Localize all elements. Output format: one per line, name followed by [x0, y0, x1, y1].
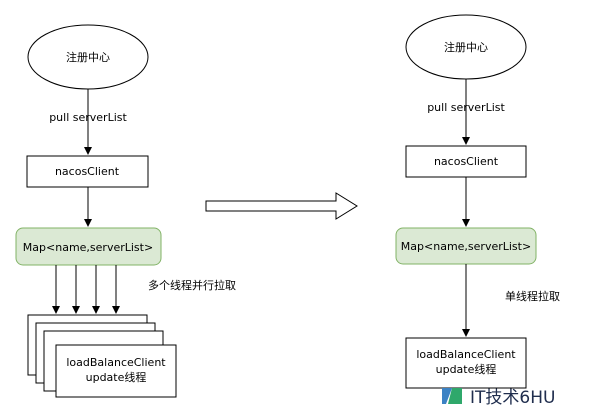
right-worker-line1: loadBalanceClient [416, 348, 516, 361]
right-client-node [405, 145, 527, 178]
right-worker-node [405, 337, 527, 389]
left-client-node [26, 155, 149, 188]
single-thread-label: 单线程拉取 [505, 289, 560, 303]
transition-arrow [205, 192, 358, 220]
watermark: IT技术6HU [440, 383, 555, 408]
right-map-label: Map<name,serverList> [401, 240, 531, 253]
right-client-label: nacosClient [434, 155, 499, 168]
left-map-node [15, 227, 162, 266]
parallel-threads-label: 多个线程并行拉取 [148, 278, 236, 292]
right-registry-label: 注册中心 [444, 40, 488, 54]
watermark-logo-icon [442, 387, 462, 404]
left-worker-line1: loadBalanceClient [66, 356, 166, 369]
right-worker-line2: update线程 [436, 362, 497, 376]
left-worker-node [55, 344, 177, 398]
left-worker-line2: update线程 [86, 370, 147, 384]
left-registry-label: 注册中心 [66, 50, 110, 64]
left-pull-label: pull serverList [49, 111, 127, 124]
left-client-label: nacosClient [55, 165, 120, 178]
left-map-label: Map<name,serverList> [23, 241, 153, 254]
right-pull-label: pull serverList [427, 101, 505, 114]
watermark-text: IT技术6HU [470, 388, 556, 408]
